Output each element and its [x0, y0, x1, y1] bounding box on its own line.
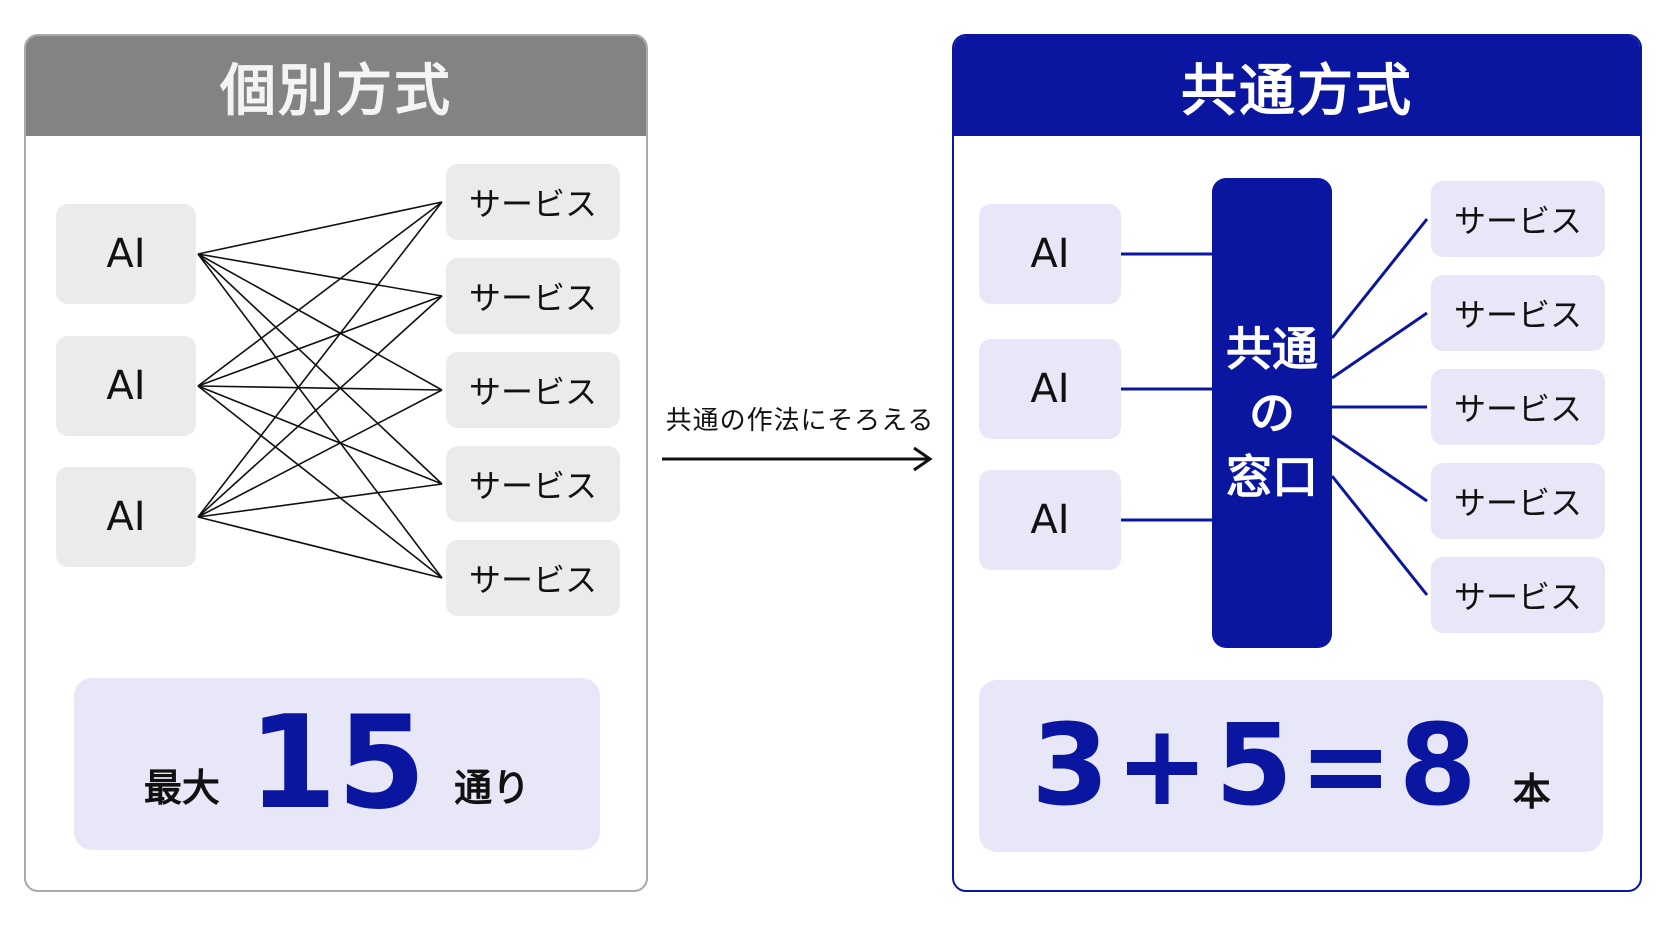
common-total: 3+5=8 本	[979, 680, 1603, 852]
ai-node: AI	[56, 204, 196, 304]
service-node: サービス	[1431, 557, 1605, 633]
common-gateway: 共通 の 窓口	[1212, 178, 1332, 648]
service-node: サービス	[446, 446, 620, 522]
total-suffix: 通り	[454, 766, 531, 810]
service-node: サービス	[1431, 369, 1605, 445]
total-formula: 3+5=8	[1031, 701, 1483, 831]
hub-label-line: 共通	[1226, 322, 1318, 376]
individual-method-panel: 個別方式	[24, 34, 648, 892]
transition-caption: 共通の作法にそろえる	[665, 406, 935, 436]
total-prefix: 最大	[143, 766, 220, 810]
panel-title-individual: 個別方式	[26, 36, 646, 136]
common-method-panel: 共通方式	[952, 34, 1642, 892]
service-node: サービス	[446, 352, 620, 428]
hub-label-line: の	[1249, 386, 1295, 440]
service-node: サービス	[1431, 463, 1605, 539]
individual-total: 最大 15 通り	[74, 678, 600, 850]
ai-node: AI	[56, 336, 196, 436]
ai-node: AI	[979, 470, 1121, 570]
service-node: サービス	[446, 164, 620, 240]
ai-node: AI	[56, 467, 196, 567]
total-value: 15	[247, 689, 427, 838]
total-unit: 本	[1512, 770, 1551, 814]
ai-node: AI	[979, 204, 1121, 304]
service-node: サービス	[1431, 275, 1605, 351]
service-node: サービス	[446, 540, 620, 616]
hub-label-line: 窓口	[1226, 450, 1318, 504]
service-node: サービス	[446, 258, 620, 334]
ai-node: AI	[979, 339, 1121, 439]
panel-title-common: 共通方式	[954, 36, 1640, 136]
service-node: サービス	[1431, 181, 1605, 257]
right-arrow-icon	[662, 446, 933, 472]
